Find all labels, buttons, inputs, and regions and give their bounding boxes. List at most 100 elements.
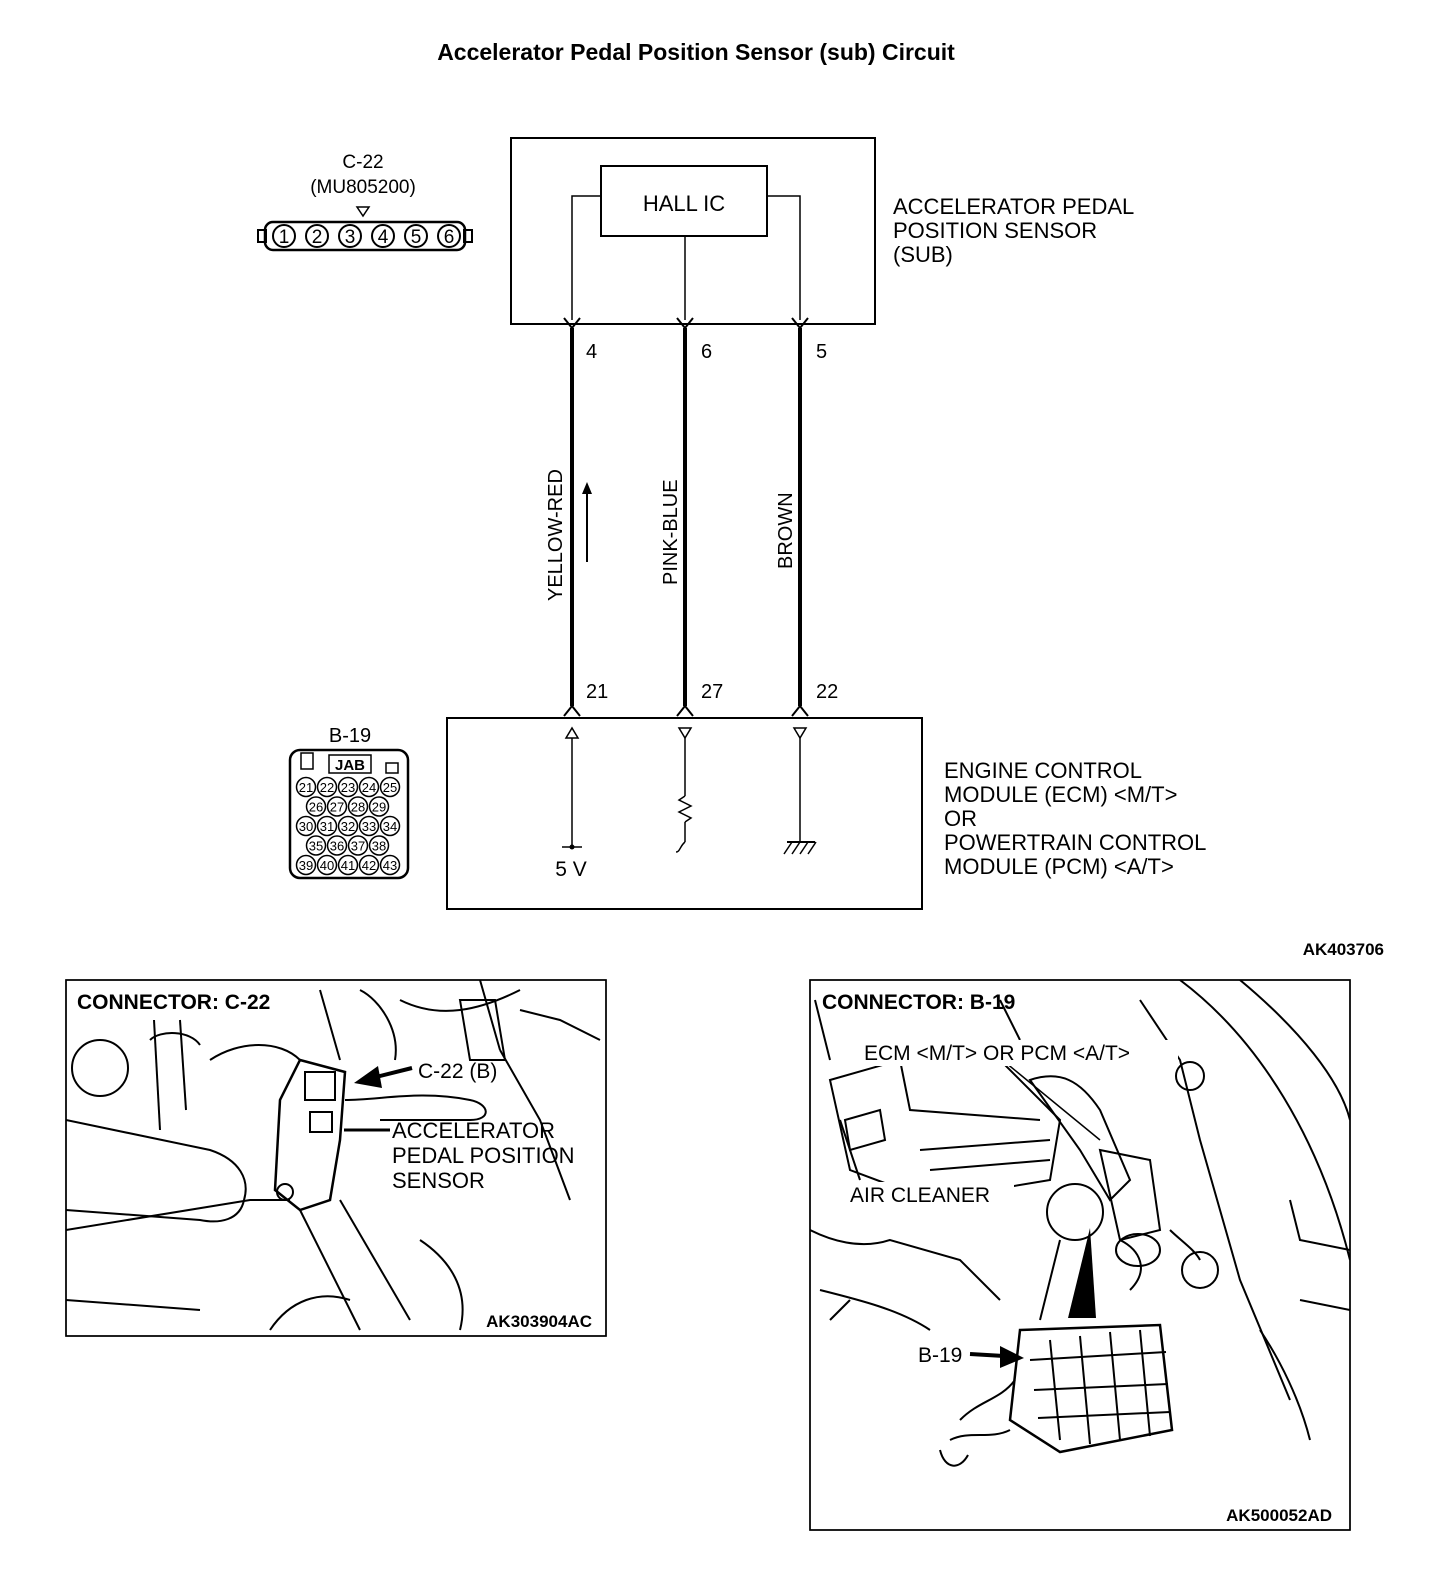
c22-pin (272, 224, 296, 248)
wire-color-pink-blue: PINK-BLUE (660, 479, 682, 585)
connector-b19-id: B-19 (329, 725, 371, 747)
b19-pin-number: 30 (299, 819, 313, 834)
b19-pin (337, 776, 359, 798)
b19-pin-number: 35 (309, 839, 323, 854)
b19-pin-number: 31 (320, 819, 334, 834)
c22-callout: C-22 (B) (418, 1060, 497, 1083)
b19-pin (379, 776, 401, 798)
ecm-pin-21: 21 (586, 681, 608, 703)
connector-c22-icon: C-22 (MU805200) 1 2 3 4 5 6 (257, 152, 473, 252)
b19-pin (358, 854, 380, 876)
c22-pin-number: 4 (378, 227, 389, 248)
c22-pointer-arrow-icon (354, 1066, 413, 1088)
b19-pin-number: 33 (362, 819, 376, 834)
svg-text:POSITION SENSOR: POSITION SENSOR (893, 218, 1097, 243)
b19-pin-number: 41 (341, 858, 355, 873)
b19-pin-number: 25 (383, 780, 397, 795)
b19-pin (347, 796, 369, 817)
b19-pin (295, 776, 317, 798)
b19-pin (305, 796, 327, 817)
panel-connector-b19: CONNECTOR: B-19 ECM <M/T> OR PCM <A/T> A… (809, 979, 1351, 1531)
connector-b19-icon: B-19 JAB 21 22 23 24 25 26 27 28 29 30 31 32 33 34 35 3… (288, 725, 410, 880)
wire-color-brown: BROWN (775, 492, 797, 569)
signal-direction-arrow-icon (582, 482, 592, 562)
c22-pin (338, 224, 362, 248)
c22-pin-number: 1 (279, 227, 290, 248)
b19-pin (295, 815, 317, 837)
b19-pin-number: 21 (299, 780, 313, 795)
b19-pointer-arrow-icon (969, 1346, 1024, 1368)
svg-text:OR: OR (944, 806, 977, 831)
b19-pin-number: 42 (362, 858, 376, 873)
c22-pin (404, 224, 428, 248)
sensor-name: ACCELERATOR PEDAL POSITION SENSOR (SUB) (893, 194, 1134, 267)
b19-pin-number: 40 (320, 858, 334, 873)
b19-pin-number: 23 (341, 780, 355, 795)
b19-pin (379, 854, 401, 876)
svg-text:POWERTRAIN CONTROL: POWERTRAIN CONTROL (944, 830, 1206, 855)
c22-pin-number: 2 (312, 227, 323, 248)
c22-pin-number: 3 (345, 227, 356, 248)
connector-c22-id: C-22 (342, 152, 383, 173)
svg-text:ENGINE CONTROL: ENGINE CONTROL (944, 758, 1142, 783)
b19-pin (337, 815, 359, 837)
connector-b19-tag: JAB (335, 757, 365, 774)
svg-text:MODULE (ECM) <M/T>: MODULE (ECM) <M/T> (944, 782, 1177, 807)
ecm-name: ENGINE CONTROL MODULE (ECM) <M/T> OR POW… (944, 758, 1206, 879)
c22-pin-number: 5 (411, 227, 422, 248)
ecm-box (446, 717, 923, 910)
c22-sensor-label-2: PEDAL POSITION (392, 1143, 575, 1168)
panel-c22-image-id: AK303904AC (486, 1312, 592, 1331)
b19-location-illustration (810, 980, 1350, 1467)
b19-pin-number: 27 (330, 800, 344, 815)
c22-pin (371, 224, 395, 248)
b19-pin-number: 28 (351, 800, 365, 815)
b19-pin-number: 29 (372, 800, 386, 815)
diagram-id: AK403706 (1303, 940, 1384, 959)
c22-sensor-label-1: ACCELERATOR (392, 1118, 555, 1143)
sensor-pin-4: 4 (586, 341, 597, 363)
c22-pin-number: 6 (444, 227, 455, 248)
b19-pin-number: 34 (383, 819, 397, 834)
b19-pin (316, 815, 338, 837)
b19-pin-number: 32 (341, 819, 355, 834)
svg-text:MODULE (PCM) <A/T>: MODULE (PCM) <A/T> (944, 854, 1174, 879)
b19-pin-number: 26 (309, 800, 323, 815)
panel-b19-image-id: AK500052AD (1226, 1506, 1332, 1525)
page-title: Accelerator Pedal Position Sensor (sub) … (437, 39, 955, 65)
b19-pin-number: 24 (362, 780, 376, 795)
b19-pin-number: 38 (372, 839, 386, 854)
ecm-pin-22: 22 (816, 681, 838, 703)
c22-pin (305, 224, 329, 248)
panel-connector-c22: CONNECTOR: C-22 C-22 (B) ACCELERATOR PED… (65, 979, 607, 1337)
sensor-pin-5: 5 (816, 341, 827, 363)
sensor-box (510, 137, 876, 325)
hall-ic-label: HALL IC (643, 191, 725, 216)
b19-pin-number: 37 (351, 839, 365, 854)
c22-pin (437, 224, 461, 248)
b19-pin-number: 43 (383, 858, 397, 873)
b19-pin (368, 835, 390, 856)
resistor-icon (677, 795, 693, 823)
ecm-pin-27: 27 (701, 681, 723, 703)
b19-pin (316, 854, 338, 876)
hall-ic-block (600, 165, 768, 237)
b19-air-cleaner-label: AIR CLEANER (850, 1184, 990, 1207)
b19-pin-number: 22 (320, 780, 334, 795)
c22-sensor-label-3: SENSOR (392, 1168, 485, 1193)
b19-pin-number: 36 (330, 839, 344, 854)
sensor-pin-6: 6 (701, 341, 712, 363)
svg-text:(SUB): (SUB) (893, 242, 953, 267)
supply-voltage-label: 5 V (555, 858, 587, 881)
b19-pin (305, 835, 327, 856)
b19-pin-number: 39 (299, 858, 313, 873)
wire-color-yellow-red: YELLOW-RED (545, 469, 567, 601)
c22-location-illustration (66, 980, 601, 1331)
connector-latch-icon (355, 206, 371, 218)
ground-icon (783, 841, 817, 855)
b19-pin (368, 796, 390, 817)
svg-text:ACCELERATOR PEDAL: ACCELERATOR PEDAL (893, 194, 1134, 219)
connector-c22-part: (MU805200) (310, 177, 416, 198)
b19-pin (295, 854, 317, 876)
